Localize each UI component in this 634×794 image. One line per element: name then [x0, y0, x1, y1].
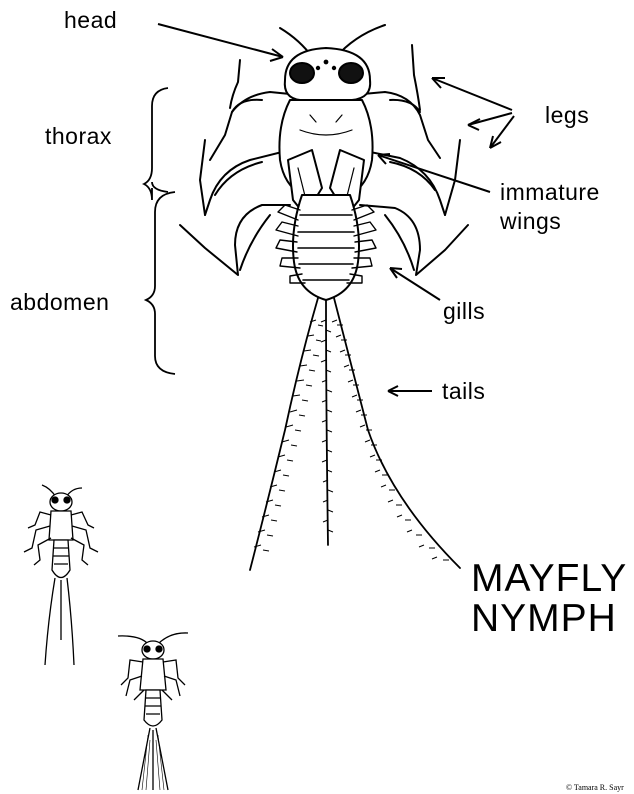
- label-gills: gills: [443, 298, 485, 325]
- legs-leader-3: [490, 116, 514, 148]
- label-thorax: thorax: [45, 123, 112, 150]
- label-wings: wings: [500, 208, 561, 235]
- main-nymph-illustration: [180, 25, 468, 570]
- label-legs: legs: [545, 102, 589, 129]
- abdomen-bracket: [146, 192, 175, 374]
- gills-leader: [390, 268, 440, 300]
- copyright-credit: © Tamara R. Sayr: [566, 783, 624, 792]
- label-immature: immature: [500, 179, 600, 206]
- label-abdomen: abdomen: [10, 289, 109, 316]
- body-part-brackets: [144, 88, 175, 374]
- title-line-1: MAYFLY: [471, 559, 627, 599]
- tail-left: [250, 298, 318, 570]
- label-head: head: [64, 7, 117, 34]
- small-nymph-1: [24, 485, 98, 665]
- eye-left: [290, 63, 314, 83]
- small-nymph-2: [118, 633, 188, 790]
- thorax-bracket: [144, 88, 168, 200]
- eye-right: [339, 63, 363, 83]
- legs-leader-2: [468, 113, 512, 125]
- legs-leader-1: [432, 78, 512, 110]
- title-line-2: NYMPH: [471, 599, 617, 639]
- tail-center: [326, 300, 328, 545]
- hindleg-left: [180, 205, 290, 275]
- tail-right: [334, 298, 460, 568]
- head-leader: [158, 24, 283, 57]
- hindleg-right: [360, 205, 468, 275]
- label-tails: tails: [442, 378, 485, 405]
